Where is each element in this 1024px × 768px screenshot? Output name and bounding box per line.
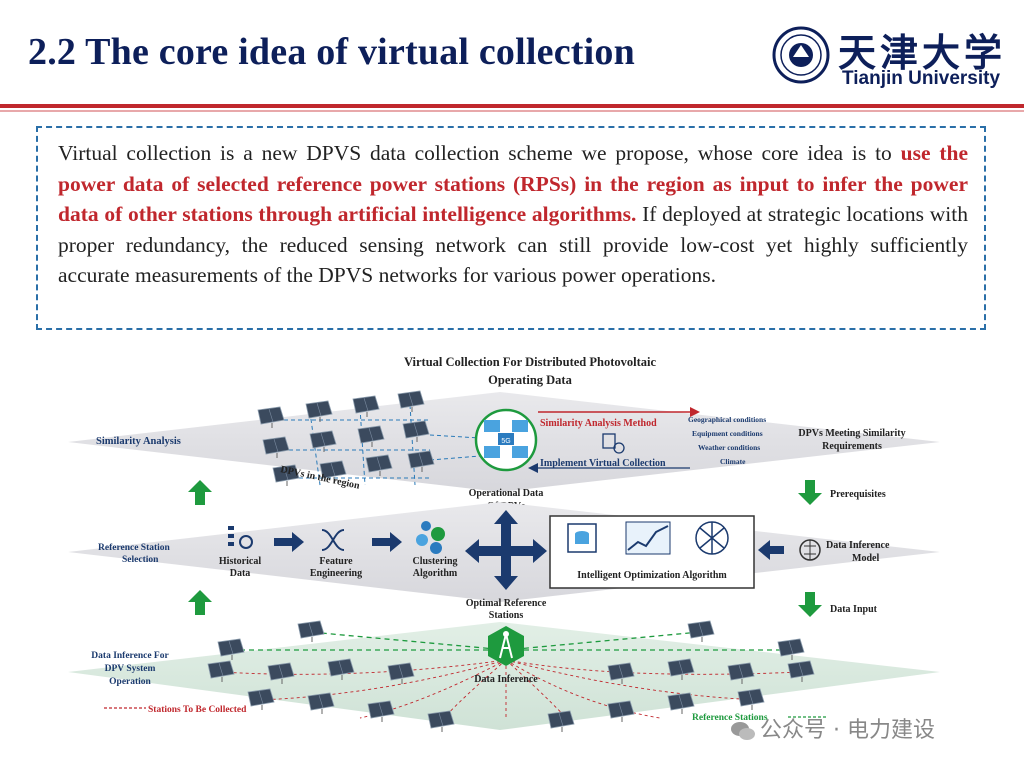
legend-stations-to-be-collected: Stations To Be Collected	[148, 705, 247, 715]
reference-station-icon	[488, 626, 524, 666]
right-arrow-icon	[274, 532, 304, 552]
5g-label: 5G	[501, 438, 510, 445]
step-feature-engineering: Feature	[319, 556, 353, 567]
brain-icon	[799, 539, 821, 561]
up-arrow-icon	[188, 590, 212, 615]
prerequisites-label: Prerequisites	[830, 489, 886, 500]
dpv-panel-grid-top	[270, 404, 481, 486]
step-historical-data-line2: Data	[230, 568, 251, 579]
optimal-reference-label-line2: Stations	[489, 610, 524, 621]
similarity-analysis-label: Similarity Analysis	[96, 436, 181, 447]
intro-text-start: Virtual collection is a new DPVS data co…	[58, 141, 901, 165]
data-inference-label: Data Inference	[474, 674, 538, 685]
watermark-text: 公众号 · 电力建设	[760, 718, 935, 743]
step-clustering-algorithm-line2: Algorithm	[413, 568, 458, 579]
left-arrow-icon	[758, 540, 784, 560]
gear-document-icon	[602, 433, 625, 454]
dpvs-meeting-label-line2: Requirements	[822, 441, 882, 452]
similarity-method-label: Similarity Analysis Method	[540, 418, 657, 429]
wechat-icon	[731, 722, 755, 740]
diagram-title-line2: Operating Data	[488, 373, 572, 387]
intro-emphasis: use the power data of selected reference…	[58, 141, 968, 226]
step-historical-data: Historical	[219, 556, 261, 567]
diagram-title: Virtual Collection For Distributed Photo…	[404, 355, 657, 369]
university-name-en: Tianjin University	[842, 68, 1001, 89]
virtual-collection-diagram: Virtual Collection For Distributed Photo…	[68, 355, 940, 733]
implement-virtual-collection-label: Implement Virtual Collection	[540, 458, 666, 469]
historical-data-icon	[228, 526, 253, 549]
inference-layer	[68, 622, 940, 730]
step-feature-engineering-line2: Engineering	[310, 568, 362, 579]
legend-reference-stations: Reference Stations	[692, 713, 768, 723]
up-arrow-icon	[188, 480, 212, 505]
line-chart-icon	[625, 521, 671, 555]
dpvs-meeting-label: DPVs Meeting Similarity	[798, 428, 905, 439]
optimal-reference-label: Optimal Reference	[466, 598, 547, 609]
condition-equipment: Equipment conditions	[692, 429, 763, 438]
data-inference-dpv-label-line3: Operation	[109, 677, 151, 687]
network-globe-icon	[695, 521, 729, 555]
title-divider	[0, 104, 1024, 108]
condition-geographical: Geographical conditions	[688, 415, 766, 424]
intro-paragraph: Virtual collection is a new DPVS data co…	[58, 138, 968, 291]
down-arrow-icon	[798, 592, 822, 617]
intro-text-end: If deployed at strategic locations with …	[58, 202, 968, 287]
condition-climate: Climate	[720, 457, 746, 466]
university-name-cn: 天津大学	[838, 30, 1007, 75]
feature-engineering-icon	[321, 529, 345, 551]
reference-station-selection-label: Reference Station	[98, 543, 171, 553]
intro-box: Virtual collection is a new DPVS data co…	[36, 126, 986, 330]
down-arrow-icon	[798, 480, 822, 505]
step-clustering-algorithm: Clustering	[413, 556, 458, 567]
title-divider-light	[0, 110, 1024, 112]
data-inference-dpv-label: Data Inference For	[91, 651, 169, 661]
data-input-label: Data Input	[830, 604, 878, 615]
data-inference-model-label-line2: Model	[852, 553, 879, 564]
four-way-arrow-icon	[465, 510, 547, 590]
5g-hub-icon: 5G	[474, 408, 538, 472]
collected-station-links	[219, 659, 801, 723]
university-logo: 天津大学 Tianjin University	[772, 22, 1012, 96]
database-screen-icon	[567, 523, 597, 553]
reference-dashed-links	[230, 631, 790, 651]
optimization-label: Intelligent Optimization Algorithm	[577, 570, 727, 581]
right-arrow-icon	[372, 532, 402, 552]
watermark: 公众号 · 电力建设	[730, 712, 935, 744]
reference-station-selection-label-line2: Selection	[122, 555, 159, 565]
university-seal-icon	[772, 26, 830, 84]
condition-weather: Weather conditions	[698, 443, 760, 452]
slide-title: 2.2 The core idea of virtual collection	[28, 31, 635, 73]
data-inference-model-label: Data Inference	[826, 540, 890, 551]
operational-data-label: Operational Data	[469, 488, 544, 499]
clustering-icon	[416, 521, 445, 554]
data-inference-dpv-label-line2: DPV System	[105, 664, 156, 674]
